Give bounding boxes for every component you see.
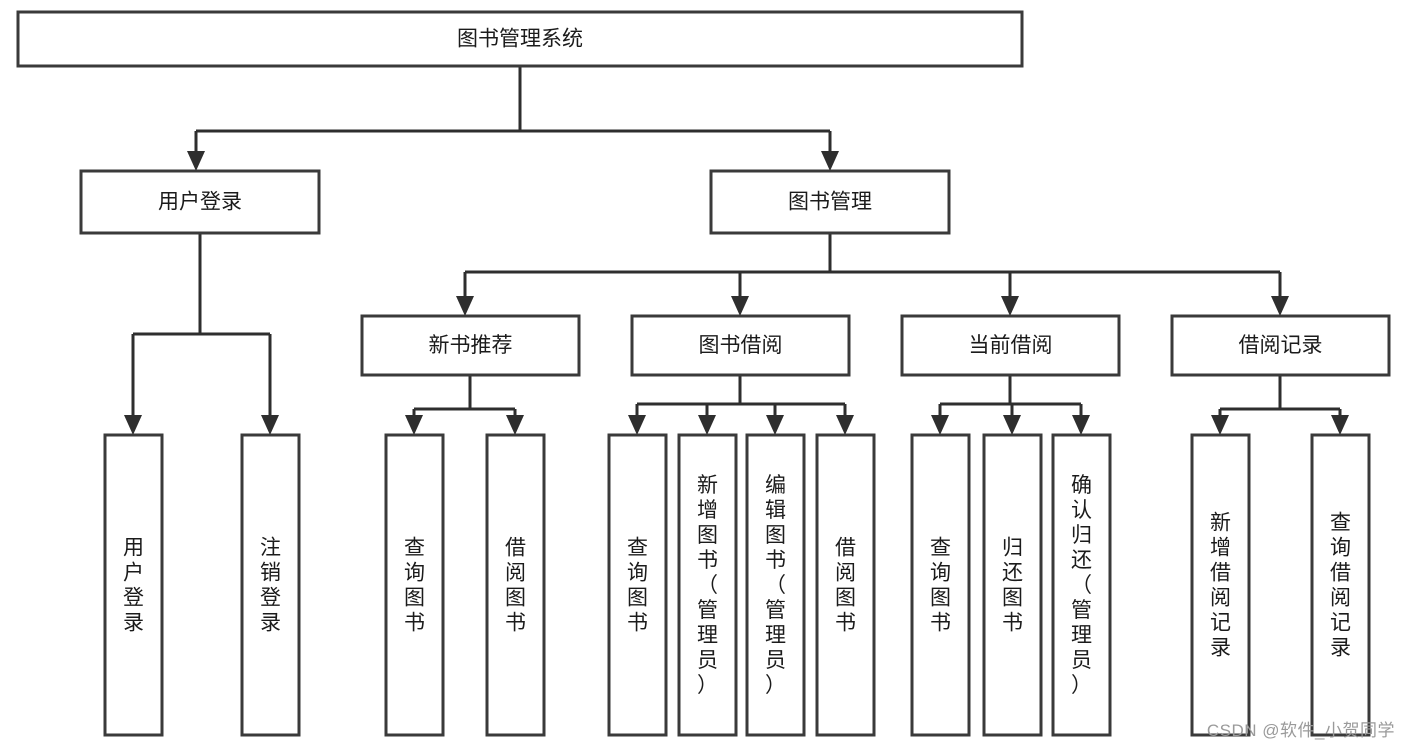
node-box[interactable] xyxy=(709,169,951,235)
arrow-head-icon xyxy=(1331,415,1349,435)
node-level3-1[interactable]: 图书借阅 xyxy=(630,314,851,377)
node-box[interactable] xyxy=(910,433,971,737)
node-box[interactable] xyxy=(630,314,851,377)
arrow-head-icon xyxy=(124,415,142,435)
node-label: 确认归还（管理员） xyxy=(1071,474,1092,697)
arrow-head-icon xyxy=(1072,415,1090,435)
arrow-head-icon xyxy=(931,415,949,435)
node-box[interactable] xyxy=(360,314,581,377)
node-label: 新增借阅记录 xyxy=(1210,512,1231,660)
node-leaf-5[interactable]: 新增图书（管理员） xyxy=(677,433,738,737)
arrow-head-icon xyxy=(698,415,716,435)
arrow-head-icon xyxy=(731,296,749,316)
node-level3-2[interactable]: 当前借阅 xyxy=(900,314,1121,377)
nodes-layer: 图书管理系统用户登录图书管理新书推荐图书借阅当前借阅借阅记录用户登录注销登录查询… xyxy=(16,10,1391,737)
node-label: 借阅图书 xyxy=(835,537,856,635)
arrow-head-icon xyxy=(766,415,784,435)
node-label: 查询借阅记录 xyxy=(1330,512,1351,660)
node-box[interactable] xyxy=(79,169,321,235)
node-level2-1[interactable]: 图书管理 xyxy=(709,169,951,235)
arrow-head-icon xyxy=(187,151,205,171)
node-label: 用户登录 xyxy=(123,537,144,635)
node-leaf-7[interactable]: 借阅图书 xyxy=(815,433,876,737)
node-leaf-12[interactable]: 查询借阅记录 xyxy=(1310,433,1371,737)
node-label: 图书借阅 xyxy=(699,334,783,357)
node-box[interactable] xyxy=(1310,433,1371,737)
node-box[interactable] xyxy=(1051,433,1112,737)
node-leaf-10[interactable]: 确认归还（管理员） xyxy=(1051,433,1112,737)
arrow-head-icon xyxy=(1211,415,1229,435)
node-label: 注销登录 xyxy=(260,537,281,635)
arrow-head-icon xyxy=(1271,296,1289,316)
node-label: 图书管理系统 xyxy=(457,28,583,51)
node-label: 当前借阅 xyxy=(969,334,1053,357)
node-leaf-6[interactable]: 编辑图书（管理员） xyxy=(745,433,806,737)
node-box[interactable] xyxy=(1190,433,1251,737)
arrow-head-icon xyxy=(506,415,524,435)
node-label: 查询图书 xyxy=(627,537,648,635)
arrow-head-icon xyxy=(628,415,646,435)
node-label: 查询图书 xyxy=(404,537,425,635)
arrow-head-icon xyxy=(1003,415,1021,435)
node-leaf-4[interactable]: 查询图书 xyxy=(607,433,668,737)
node-leaf-0[interactable]: 用户登录 xyxy=(103,433,164,737)
node-box[interactable] xyxy=(982,433,1043,737)
node-level3-0[interactable]: 新书推荐 xyxy=(360,314,581,377)
connectors-layer xyxy=(124,66,1349,435)
node-leaf-2[interactable]: 查询图书 xyxy=(384,433,445,737)
csdn-watermark: CSDN @软件_小贺同学 xyxy=(1206,721,1395,740)
node-label: 编辑图书（管理员） xyxy=(765,474,786,697)
node-box[interactable] xyxy=(607,433,668,737)
node-box[interactable] xyxy=(677,433,738,737)
node-label: 新书推荐 xyxy=(429,334,513,357)
arrow-head-icon xyxy=(821,151,839,171)
node-leaf-1[interactable]: 注销登录 xyxy=(240,433,301,737)
node-box[interactable] xyxy=(815,433,876,737)
node-leaf-3[interactable]: 借阅图书 xyxy=(485,433,546,737)
node-leaf-8[interactable]: 查询图书 xyxy=(910,433,971,737)
node-box[interactable] xyxy=(745,433,806,737)
node-label: 新增图书（管理员） xyxy=(697,474,718,697)
arrow-head-icon xyxy=(836,415,854,435)
node-box[interactable] xyxy=(485,433,546,737)
node-box[interactable] xyxy=(900,314,1121,377)
arrow-head-icon xyxy=(405,415,423,435)
node-root[interactable]: 图书管理系统 xyxy=(16,10,1024,68)
node-label: 借阅记录 xyxy=(1239,334,1323,357)
node-label: 归还图书 xyxy=(1002,537,1023,635)
node-level2-0[interactable]: 用户登录 xyxy=(79,169,321,235)
node-box[interactable] xyxy=(1170,314,1391,377)
node-level3-3[interactable]: 借阅记录 xyxy=(1170,314,1391,377)
node-label: 查询图书 xyxy=(930,537,951,635)
arrow-head-icon xyxy=(456,296,474,316)
node-leaf-9[interactable]: 归还图书 xyxy=(982,433,1043,737)
node-box[interactable] xyxy=(240,433,301,737)
arrow-head-icon xyxy=(1001,296,1019,316)
node-label: 图书管理 xyxy=(788,191,872,214)
node-label: 用户登录 xyxy=(158,191,242,214)
arrow-head-icon xyxy=(261,415,279,435)
node-box[interactable] xyxy=(16,10,1024,68)
node-box[interactable] xyxy=(103,433,164,737)
node-box[interactable] xyxy=(384,433,445,737)
node-label: 借阅图书 xyxy=(505,537,526,635)
node-leaf-11[interactable]: 新增借阅记录 xyxy=(1190,433,1251,737)
